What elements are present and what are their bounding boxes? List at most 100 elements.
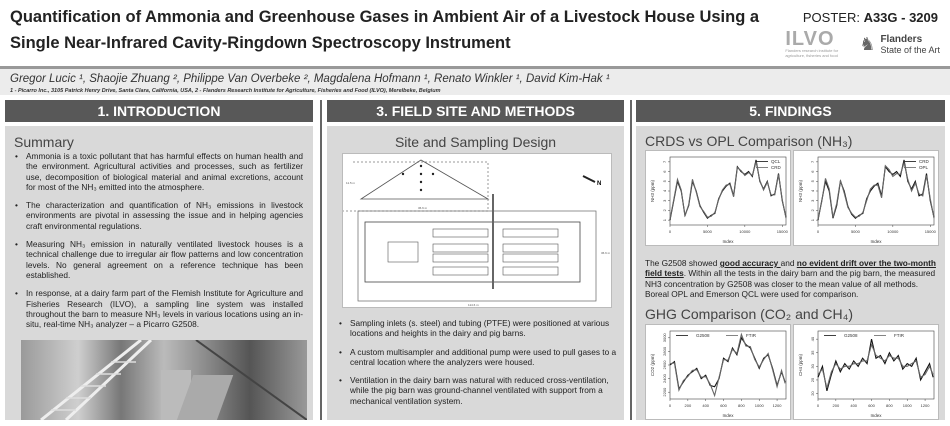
series-line-g2508 (669, 336, 786, 391)
width-label: 114.6 m (468, 303, 479, 307)
y-axis-label: NH3 (ppm) (798, 180, 803, 203)
x-tick-label: 10000 (739, 229, 751, 234)
north-label: N (597, 181, 601, 187)
x-tick-label: 200 (685, 403, 692, 408)
y-tick-label: 20 (810, 391, 815, 396)
methods-bullet: Sampling inlets (s. steel) and tubing (P… (337, 318, 617, 339)
series-line-crd (817, 159, 935, 221)
x-axis-label: Index (870, 239, 882, 244)
x-tick-label: 0 (817, 403, 820, 408)
x-tick-label: 15000 (925, 229, 937, 234)
x-axis-label: Index (722, 239, 734, 244)
authors: Gregor Lucic ¹, Shaojie Zhuang ², Philip… (10, 73, 610, 85)
series-line-qcl (669, 159, 787, 221)
depth-label: 36.6 m (601, 251, 611, 255)
legend-label: CRD (919, 159, 929, 164)
y-tick-label: 25 (810, 377, 815, 382)
column-divider (630, 100, 632, 420)
x-tick-label: 1000 (755, 403, 765, 408)
methods-header: 3. FIELD SITE AND METHODS (327, 100, 624, 122)
x-tick-label: 0 (669, 403, 672, 408)
x-tick-label: 15000 (777, 229, 789, 234)
poster-title-line2: Single Near-Infrared Cavity-Ringdown Spe… (10, 34, 511, 52)
affiliations: 1 - Picarro Inc., 3105 Patrick Henry Dri… (10, 88, 441, 94)
y-tick-label: 35 (810, 350, 815, 355)
x-tick-label: 800 (886, 403, 893, 408)
y-tick-label: 7 (810, 160, 815, 163)
y-tick-label: 6 (810, 170, 815, 173)
plot-frame (669, 156, 787, 226)
site-design-heading: Site and Sampling Design (394, 134, 557, 150)
poster-id: POSTER: A33G - 3209 (803, 10, 938, 25)
y-axis-label: CH4 (ppm) (798, 354, 803, 377)
findings-column: 5. FINDINGS CRDS vs OPL Comparison (NH₃)… (636, 100, 945, 420)
series-line-g2508 (817, 339, 934, 391)
x-tick-label: 1000 (903, 403, 913, 408)
crds-opl-heading: CRDS vs OPL Comparison (NH₃) (645, 133, 853, 149)
legend-label: G2508 (844, 333, 858, 338)
lion-icon: ♞ (859, 33, 876, 54)
poster-number: A33G - 3209 (863, 10, 938, 25)
series-line-crd (669, 161, 787, 220)
intro-bullet: In response, at a dairy farm part of the… (13, 288, 303, 329)
x-tick-label: 800 (738, 403, 745, 408)
poster-label: POSTER: (802, 10, 864, 25)
series-line-ftir (817, 342, 934, 389)
barn-photo-image (40, 340, 307, 420)
plot-frame (817, 330, 935, 400)
findings-emph-drift: no evident drift over the two-month fiel… (645, 258, 936, 279)
introduction-column: 1. INTRODUCTION Summary Ammonia is a tox… (5, 100, 313, 420)
ghg-heading: GHG Comparison (CO₂ and CH₄) (645, 306, 853, 322)
y-axis-label: NH3 (ppm) (650, 180, 655, 203)
poster-title-line1: Quantification of Ammonia and Greenhouse… (10, 8, 760, 26)
ilvo-logo-text: ILVO (785, 28, 835, 50)
y-tick-label: 5 (662, 179, 667, 182)
x-tick-label: 200 (833, 403, 840, 408)
legend-label: OPL (919, 165, 929, 170)
plot-frame (669, 330, 787, 400)
x-tick-label: 5000 (703, 229, 713, 234)
flanders-logo-text: Flanders (880, 33, 923, 45)
y-tick-label: 40 (810, 336, 815, 341)
findings-text-a: The G2508 showed (645, 258, 720, 268)
series-line-ftir (669, 332, 786, 398)
x-tick-label: 600 (720, 403, 727, 408)
y-tick-label: 7 (662, 160, 667, 163)
y-axis-label: CO2 (ppm) (650, 353, 655, 376)
y-tick-label: 2600 (662, 360, 667, 370)
intro-bullet: Measuring NH₃ emission in naturally vent… (13, 239, 303, 280)
y-tick-label: 2200 (662, 387, 667, 397)
site-layout-diagram: 36.6 m 11.5 m N 36.6 m 114.6 m (342, 153, 612, 308)
findings-text: The G2508 showed good accuracy and no ev… (645, 258, 940, 299)
x-tick-label: 1200 (773, 403, 783, 408)
methods-column: 3. FIELD SITE AND METHODS Site and Sampl… (327, 100, 624, 420)
y-tick-label: 5 (810, 179, 815, 182)
height-label: 11.5 m (346, 181, 355, 185)
x-tick-label: 400 (850, 403, 857, 408)
legend-label: FTIR (894, 333, 905, 338)
introduction-header: 1. INTRODUCTION (5, 100, 313, 122)
section-width-label: 36.6 m (418, 206, 428, 210)
summary-panel: Summary Ammonia is a toxic pollutant tha… (5, 126, 313, 420)
findings-text-e: . Within all the tests in the dairy barn… (645, 268, 936, 299)
x-tick-label: 0 (669, 229, 672, 234)
y-tick-label: 3000 (662, 333, 667, 343)
x-tick-label: 5000 (851, 229, 861, 234)
legend-label: G2508 (696, 333, 710, 338)
summary-heading: Summary (14, 134, 74, 150)
x-tick-label: 0 (817, 229, 820, 234)
y-tick-label: 4 (810, 189, 815, 192)
flanders-logo-sub: State of the Art (880, 44, 940, 55)
series-line-opl (817, 160, 935, 220)
ilvo-logo-sub: Flanders research institute for agricult… (785, 48, 839, 58)
column-divider (320, 100, 322, 420)
